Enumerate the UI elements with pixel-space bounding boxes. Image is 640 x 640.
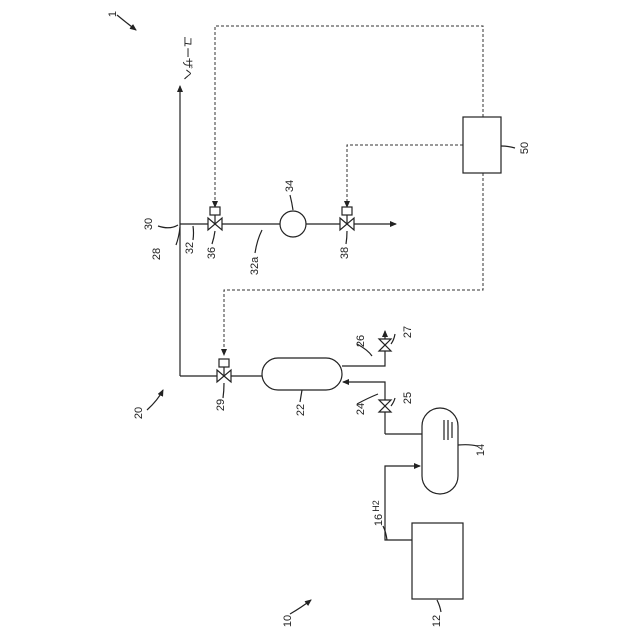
valve-27 xyxy=(379,339,391,351)
tank-14 xyxy=(422,408,458,494)
label-production-10: 10 xyxy=(282,615,294,627)
label-valve-38: 38 xyxy=(339,247,351,259)
label-node-30: 30 xyxy=(143,218,155,230)
valve-38 xyxy=(340,207,354,230)
label-pipe-24: 24 xyxy=(355,403,367,415)
label-pipe-26: 26 xyxy=(355,335,367,347)
controller-50 xyxy=(463,117,501,173)
label-pipe-28: 28 xyxy=(151,248,163,260)
label-controller-50: 50 xyxy=(519,142,531,154)
valve-36 xyxy=(208,207,222,230)
control-line-38 xyxy=(347,145,463,207)
valve-29 xyxy=(217,359,231,382)
label-pipe-16: 16 xyxy=(373,514,385,526)
label-sensor-34: 34 xyxy=(284,180,296,192)
label-generator-12: 12 xyxy=(431,615,443,627)
label-system-1: 1 xyxy=(107,11,119,17)
label-vessel-22: 22 xyxy=(295,404,307,416)
label-pipe-32a: 32a xyxy=(249,256,261,275)
label-valve-36: 36 xyxy=(206,247,218,259)
vessel-22 xyxy=(262,358,342,390)
generator-12 xyxy=(412,523,463,599)
label-valve-29: 29 xyxy=(215,399,227,411)
valve-25 xyxy=(379,400,391,412)
label-pipe-32: 32 xyxy=(184,242,196,254)
control-line-36 xyxy=(215,26,483,207)
label-valve-25: 25 xyxy=(402,392,414,404)
label-tank-14: 14 xyxy=(475,444,487,456)
label-valve-27: 27 xyxy=(402,326,414,338)
label-unit-20: 20 xyxy=(133,407,145,419)
control-line-29 xyxy=(224,173,483,355)
label-to-user: ユーザへ xyxy=(181,36,194,80)
label-h2: H2 xyxy=(371,500,381,512)
sensor-34 xyxy=(280,211,306,237)
